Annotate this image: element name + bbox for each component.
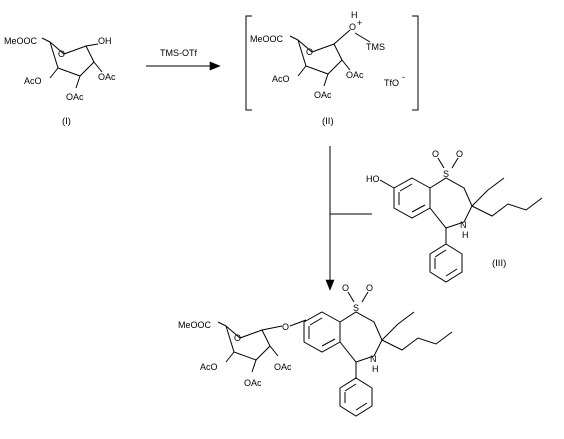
product: O MeOOC O AcO OAc OAc S O O N H (178, 283, 453, 417)
compound-iii-nh-h: H (462, 230, 469, 240)
compound-iii-phenyl (429, 243, 463, 283)
compound-ii-aco: AcO (272, 74, 290, 84)
reagent-label: TMS-OTf (160, 48, 197, 58)
arrow-1-head (209, 61, 221, 71)
compound-iii-o1: O (432, 149, 439, 159)
product-link-oxygen: O (282, 322, 289, 332)
compound-i-oac-bottom: OAc (66, 92, 84, 102)
product-sugar-ring (225, 325, 271, 361)
compound-ii-oac-right: OAc (346, 70, 364, 80)
reaction-arrow-2 (325, 146, 372, 291)
compound-ii-ring-oxygen: O (306, 47, 313, 57)
right-bracket (412, 15, 419, 111)
compound-ii-label: (II) (322, 116, 334, 127)
reaction-arrow-1: TMS-OTf (146, 48, 221, 71)
compound-ii: O MeOOC O H + TMS AcO OAc OAc TfO - (II) (250, 10, 405, 127)
compound-ii-h: H (351, 10, 358, 20)
compound-i-oh: OH (98, 36, 112, 46)
product-nh-h: H (372, 364, 379, 374)
product-oac-right: OAc (274, 362, 292, 372)
compound-iii-o2: O (456, 149, 463, 159)
compound-ii-ring (297, 39, 343, 75)
compound-i-aco: AcO (24, 76, 42, 86)
product-o2: O (366, 283, 373, 293)
compound-ii-minus: - (402, 72, 405, 82)
compound-ii-oxonium-o: O (349, 22, 356, 32)
compound-ii-tms: TMS (366, 42, 385, 52)
compound-iii: HO S O O N H (III) (366, 149, 543, 283)
intermediate-brackets (245, 15, 419, 111)
compound-i-ring (49, 41, 95, 77)
compound-ii-plus: + (357, 18, 362, 28)
product-o1: O (342, 283, 349, 293)
compound-ii-meooc: MeOOC (250, 34, 284, 44)
product-oac-bottom: OAc (244, 378, 262, 388)
compound-i-meooc: MeOOC (4, 36, 38, 46)
product-phenyl (339, 377, 373, 417)
compound-i-ring-oxygen: O (58, 49, 65, 59)
compound-i: O MeOOC OH AcO OAc OAc (I) (4, 36, 116, 127)
compound-iii-label: (III) (492, 258, 506, 269)
compound-iii-ho: HO (366, 174, 380, 184)
arrow-2-head (325, 279, 335, 291)
compound-iii-n: N (460, 220, 467, 230)
product-n: N (370, 354, 377, 364)
compound-ii-counterion: TfO (384, 78, 399, 88)
compound-ii-oac-bottom: OAc (314, 90, 332, 100)
compound-i-oac-right: OAc (98, 72, 116, 82)
product-meooc: MeOOC (178, 320, 212, 330)
product-s: S (353, 303, 359, 313)
product-ring-oxygen: O (234, 333, 241, 343)
product-aco: AcO (200, 362, 218, 372)
compound-iii-s: S (443, 169, 449, 179)
left-bracket (245, 15, 252, 111)
compound-i-label: (I) (62, 116, 71, 127)
